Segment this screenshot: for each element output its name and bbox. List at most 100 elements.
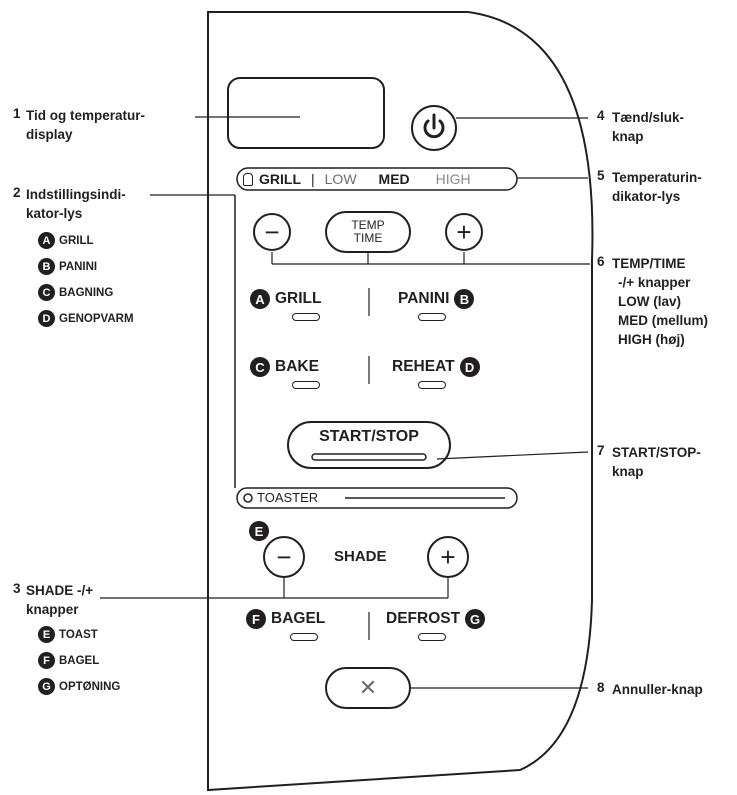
- callout-6-line4: MED (mellum): [618, 313, 709, 328]
- badge-c-icon: C: [38, 284, 55, 301]
- callout-8-number: 8: [597, 680, 605, 695]
- badge-b-icon: B: [38, 258, 55, 275]
- badge-d-icon: D: [459, 357, 480, 377]
- legend-2-label: GENOPVARM: [59, 312, 134, 325]
- badge-e-icon: E: [249, 521, 269, 541]
- bagel-label: BAGEL: [271, 610, 326, 627]
- lock-icon: [243, 172, 253, 186]
- callout-1-line2: display: [26, 127, 73, 142]
- callout-4-line2: knap: [612, 129, 644, 144]
- temp-time-line1: TEMP: [351, 218, 385, 232]
- reheat-indicator-light: [418, 381, 446, 389]
- temp-strip-grill: GRILL: [259, 171, 301, 187]
- badge-a-icon: A: [38, 232, 55, 249]
- bake-label: BAKE: [275, 358, 319, 375]
- panini-indicator-light: [418, 313, 446, 321]
- callout-6-label: TEMP/TIME -/+ knapper LOW (lav) MED (mel…: [612, 254, 708, 349]
- temp-strip-divider: |: [311, 171, 315, 187]
- legend-3-label: BAGEL: [59, 654, 100, 667]
- callout-5-line1: Temperaturin-: [612, 170, 702, 185]
- start-stop-button[interactable]: START/STOP: [319, 428, 419, 445]
- grill-function[interactable]: A GRILL: [250, 289, 322, 309]
- callout-7-line1: START/STOP-: [612, 445, 701, 460]
- defrost-function[interactable]: DEFROST G: [386, 609, 486, 629]
- callout-3-line2: knapper: [26, 602, 79, 617]
- callout-2-line1: Indstillingsindi-: [26, 187, 126, 202]
- start-stop-button-ring: [287, 421, 451, 469]
- callout-2-number: 2: [13, 185, 21, 200]
- temp-plus-button[interactable]: +: [456, 216, 472, 247]
- badge-c-icon: C: [250, 357, 270, 377]
- callout-5-label: Temperaturin- dikator-lys: [612, 168, 702, 206]
- defrost-indicator-light: [418, 633, 446, 641]
- badge-g-icon: G: [38, 678, 55, 695]
- temp-time-line2: TIME: [353, 231, 383, 245]
- bake-function[interactable]: C BAKE: [250, 357, 319, 377]
- control-panel-outline: [207, 11, 594, 792]
- badge-e-icon: E: [38, 626, 55, 643]
- toaster-strip-pill: [236, 487, 518, 509]
- reheat-label: REHEAT: [392, 358, 455, 375]
- callout-2-line2: kator-lys: [26, 206, 83, 221]
- callout-1-line1: Tid og temperatur-: [26, 108, 146, 123]
- callout-1-number: 1: [13, 106, 21, 121]
- temp-plus-ring: [445, 213, 483, 251]
- temp-strip-low: LOW: [324, 171, 357, 187]
- defrost-label: DEFROST: [386, 610, 461, 627]
- callout-3-line1: SHADE -/+: [26, 583, 94, 598]
- legend-3-label: TOAST: [59, 628, 98, 641]
- callout-1-label: Tid og temperatur- display: [26, 106, 145, 144]
- toaster-label: TOASTER: [257, 490, 319, 505]
- callout-4-line1: Tænd/sluk-: [612, 110, 685, 125]
- badge-d-icon: D: [38, 310, 55, 327]
- shade-minus-button[interactable]: −: [276, 541, 292, 572]
- callout-6-line2: -/+ knapper: [618, 275, 691, 290]
- temp-strip-pill: [236, 167, 518, 191]
- callout-6-line3: LOW (lav): [618, 294, 681, 309]
- legend-2-label: BAGNING: [59, 286, 114, 299]
- legend-2-label: PANINI: [59, 260, 98, 273]
- shade-badge: E: [249, 521, 269, 541]
- grill-indicator-light: [292, 313, 320, 321]
- power-button-ring: [411, 105, 457, 151]
- callout-6-number: 6: [597, 254, 605, 269]
- legend-2-item-a: A GRILL: [38, 232, 94, 249]
- callout-2-label: Indstillingsindi- kator-lys: [26, 185, 126, 223]
- legend-2-item-b: B PANINI: [38, 258, 97, 275]
- shade-plus-button[interactable]: +: [440, 541, 456, 572]
- badge-f-icon: F: [246, 609, 266, 629]
- callout-8-label: Annuller-knap: [612, 682, 703, 697]
- callout-6-line5: HIGH (høj): [618, 332, 685, 347]
- callout-4-label: Tænd/sluk- knap: [612, 108, 684, 146]
- legend-3-item-g: G OPTØNING: [38, 678, 120, 695]
- badge-a-icon: A: [250, 289, 270, 309]
- callout-3-label: SHADE -/+ knapper: [26, 581, 93, 619]
- callout-4-number: 4: [597, 108, 605, 123]
- temp-minus-ring: [253, 213, 291, 251]
- cancel-button[interactable]: ✕: [358, 675, 378, 700]
- legend-2-item-d: D GENOPVARM: [38, 310, 134, 327]
- badge-b-icon: B: [454, 289, 475, 309]
- callout-7-line2: knap: [612, 464, 644, 479]
- power-icon-arc: [423, 119, 445, 139]
- callout-5-line2: dikator-lys: [612, 189, 681, 204]
- grill-label: GRILL: [275, 290, 322, 307]
- callout-7-number: 7: [597, 443, 605, 458]
- temp-time-button[interactable]: TEMP TIME: [326, 219, 410, 245]
- bagel-indicator-light: [290, 633, 318, 641]
- callout-7-label: START/STOP- knap: [612, 443, 701, 481]
- bagel-function[interactable]: F BAGEL: [246, 609, 325, 629]
- reheat-function[interactable]: REHEAT D: [392, 357, 480, 377]
- panini-function[interactable]: PANINI B: [398, 289, 475, 309]
- shade-label: SHADE: [334, 548, 387, 565]
- legend-3-item-f: F BAGEL: [38, 652, 99, 669]
- temp-strip-med: MED: [378, 171, 410, 187]
- temp-minus-button[interactable]: −: [264, 216, 280, 247]
- callout-5-number: 5: [597, 168, 605, 183]
- legend-3-label: OPTØNING: [59, 680, 121, 693]
- panini-label: PANINI: [398, 290, 450, 307]
- legend-3-item-e: E TOAST: [38, 626, 98, 643]
- bake-indicator-light: [292, 381, 320, 389]
- badge-g-icon: G: [465, 609, 486, 629]
